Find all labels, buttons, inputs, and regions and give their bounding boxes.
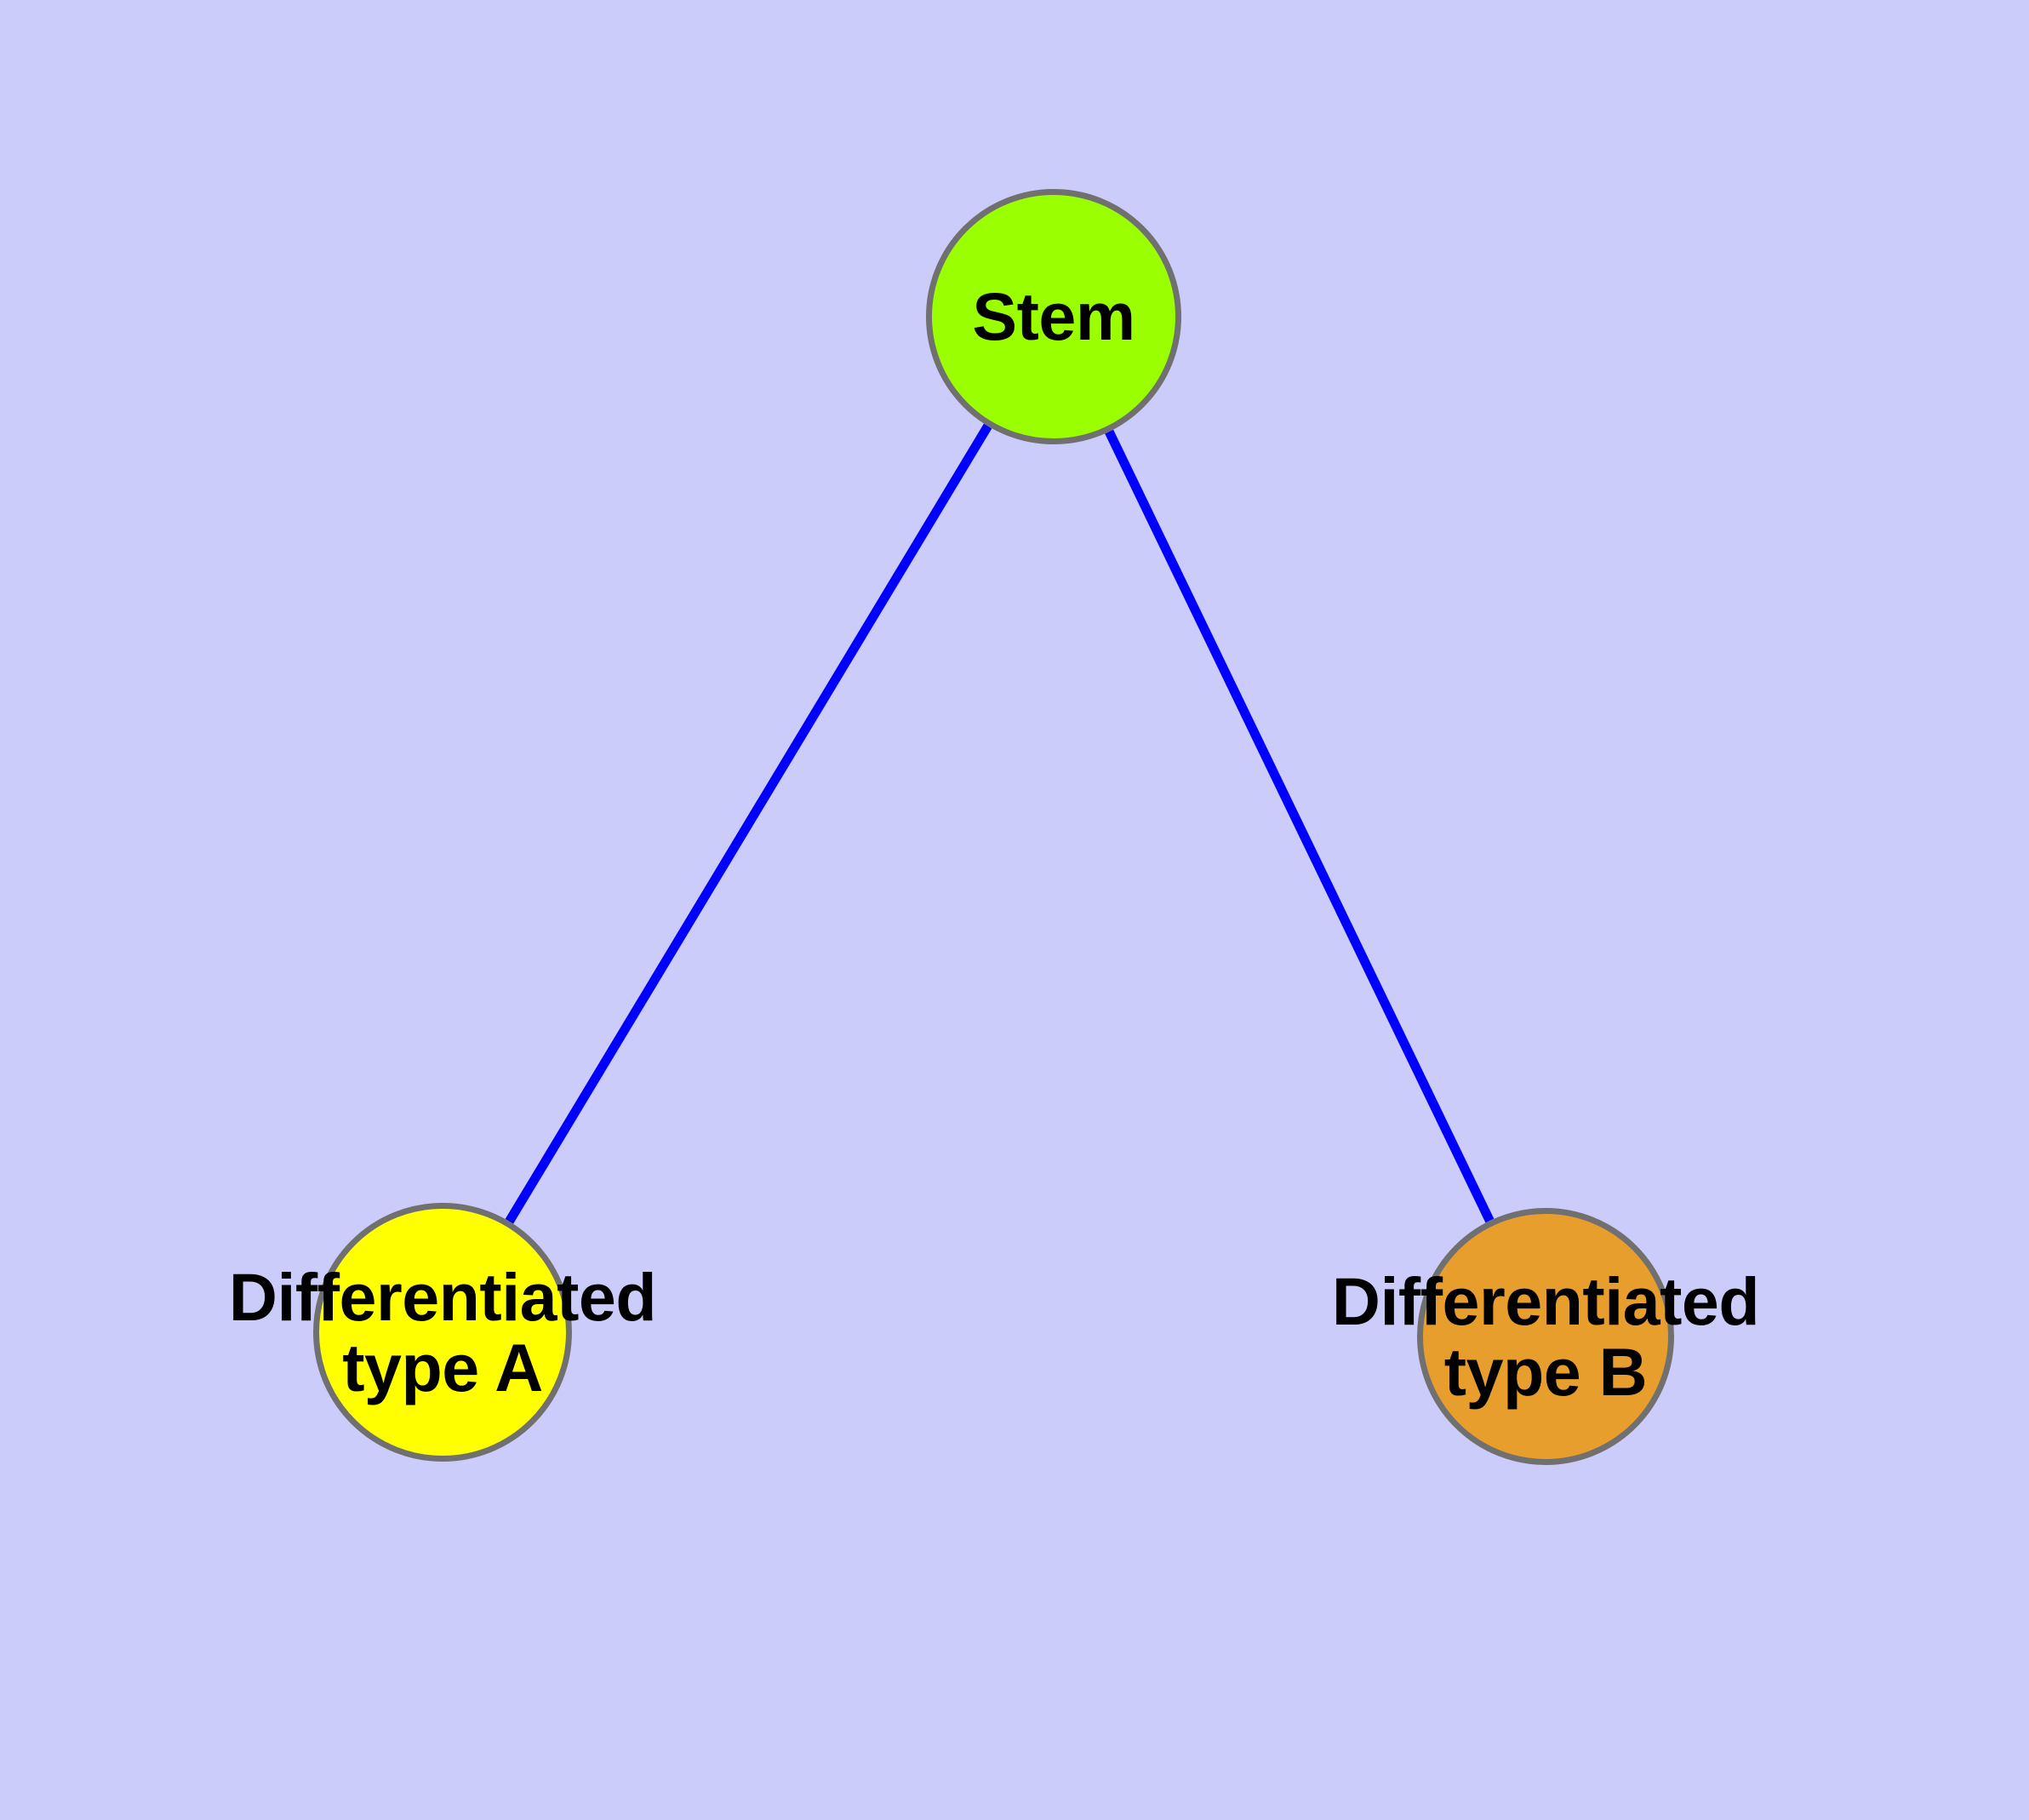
edge-stem-diff-b — [1105, 429, 1495, 1223]
node-diff_b[interactable] — [1417, 1208, 1674, 1465]
node-stem[interactable] — [926, 189, 1181, 444]
node-layer — [313, 189, 1674, 1465]
edge-layer — [505, 423, 1495, 1224]
node-diff_a[interactable] — [313, 1203, 572, 1462]
edge-stem-diff-a — [505, 423, 992, 1224]
